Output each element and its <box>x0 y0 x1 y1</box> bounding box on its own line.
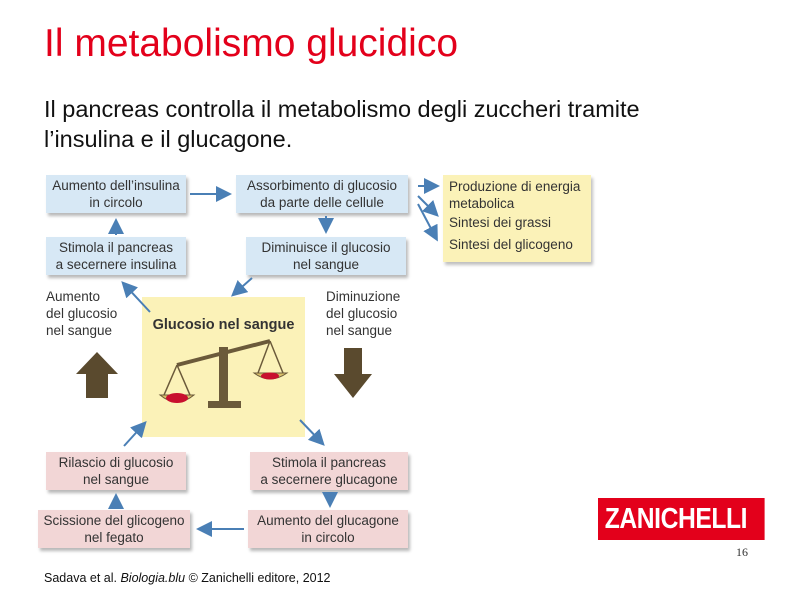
box-stim-ins-line-2: a secernere insulina <box>55 257 177 272</box>
box-stim-glu-line-2: a secernere glucagone <box>260 472 398 487</box>
box-insulin-increase: Aumento dell’insulina in circolo <box>46 175 186 213</box>
box-release-line-2: nel sangue <box>82 472 150 487</box>
box-glucagon-line-2: in circolo <box>301 530 355 545</box>
outcome-energy-line-1: Produzione di energia <box>449 179 581 194</box>
box-stimulate-glucagon: Stimola il pancreas a secernere glucagon… <box>250 452 408 490</box>
source-credit: Sadava et al. Biologia.blu © Zanichelli … <box>44 571 331 585</box>
blood-glucose-title: Glucosio nel sangue <box>152 317 295 333</box>
credit-suffix: © Zanichelli editore, 2012 <box>185 571 331 585</box>
label-glucose-increase: Aumento del glucosio nel sangue <box>46 288 117 339</box>
slide-title: Il metabolismo glucidico <box>44 22 459 65</box>
arrow-glucose-to-stim-insulin <box>121 281 151 313</box>
metabolic-outcomes-box: Produzione di energia metabolica Sintesi… <box>443 175 591 262</box>
label-up-line-3: nel sangue <box>46 323 113 338</box>
label-up-line-2: del glucosio <box>46 306 118 321</box>
arrow-glucose-to-stim-glucagon <box>299 419 325 446</box>
box-release-line-1: Rilascio di glucosio <box>58 455 174 470</box>
balance-scale-icon <box>158 339 289 408</box>
box-split-line-2: nel fegato <box>84 530 144 545</box>
slide-subtitle: Il pancreas controlla il metabolismo deg… <box>44 94 640 154</box>
blood-glucose-panel: Glucosio nel sangue <box>142 297 305 437</box>
outcome-fat-synthesis: Sintesi dei grassi <box>449 215 552 230</box>
page-number: 16 <box>736 545 748 559</box>
arrow-absorption-to-fats <box>417 195 439 217</box>
label-down-line-1: Diminuzione <box>326 289 401 304</box>
box-insulin-line-1: Aumento dell’insulina <box>52 178 180 193</box>
arrow-absorption-to-glycogen <box>417 203 438 242</box>
label-up-line-1: Aumento <box>46 289 101 304</box>
box-absorb-line-1: Assorbimento di glucosio <box>246 178 398 193</box>
box-glucose-release: Rilascio di glucosio nel sangue <box>46 452 186 490</box>
box-absorb-line-2: da parte delle cellule <box>260 195 384 210</box>
box-glucose-absorption: Assorbimento di glucosio da parte delle … <box>236 175 408 213</box>
arrow-release-to-glucose <box>123 421 147 447</box>
box-stim-ins-line-1: Stimola il pancreas <box>58 240 174 255</box>
credit-prefix: Sadava et al. <box>44 571 121 585</box>
box-glucagon-line-1: Aumento del glucagone <box>257 513 399 528</box>
box-split-line-1: Scissione del glicogeno <box>43 513 185 528</box>
outcome-glycogen-synthesis: Sintesi del glicogeno <box>449 237 573 252</box>
box-stim-glu-line-1: Stimola il pancreas <box>271 455 387 470</box>
label-down-line-3: nel sangue <box>326 323 393 338</box>
box-stimulate-insulin: Stimola il pancreas a secernere insulina <box>46 237 186 275</box>
subtitle-line-1: Il pancreas controlla il metabolismo deg… <box>44 96 640 122</box>
box-glucose-decrease: Diminuisce il glucosio nel sangue <box>246 237 406 275</box>
box-insulin-line-2: in circolo <box>89 195 143 210</box>
label-glucose-decrease: Diminuzione del glucosio nel sangue <box>326 288 400 339</box>
box-glucagon-increase: Aumento del glucagone in circolo <box>248 510 408 548</box>
zanichelli-logo: ZANICHELLI <box>598 498 765 540</box>
arrow-decrease-to-glucose <box>231 277 253 297</box>
outcome-energy-line-2: metabolica <box>449 196 515 211</box>
credit-book-title: Biologia.blu <box>120 571 186 585</box>
label-down-line-2: del glucosio <box>326 306 398 321</box>
box-decrease-line-2: nel sangue <box>292 257 360 272</box>
subtitle-line-2: l’insulina e il glucagone. <box>44 126 293 152</box>
box-glycogen-breakdown: Scissione del glicogeno nel fegato <box>38 510 190 548</box>
box-decrease-line-1: Diminuisce il glucosio <box>261 240 391 255</box>
big-up-arrow-icon <box>76 352 118 398</box>
big-down-arrow-icon <box>334 348 372 398</box>
